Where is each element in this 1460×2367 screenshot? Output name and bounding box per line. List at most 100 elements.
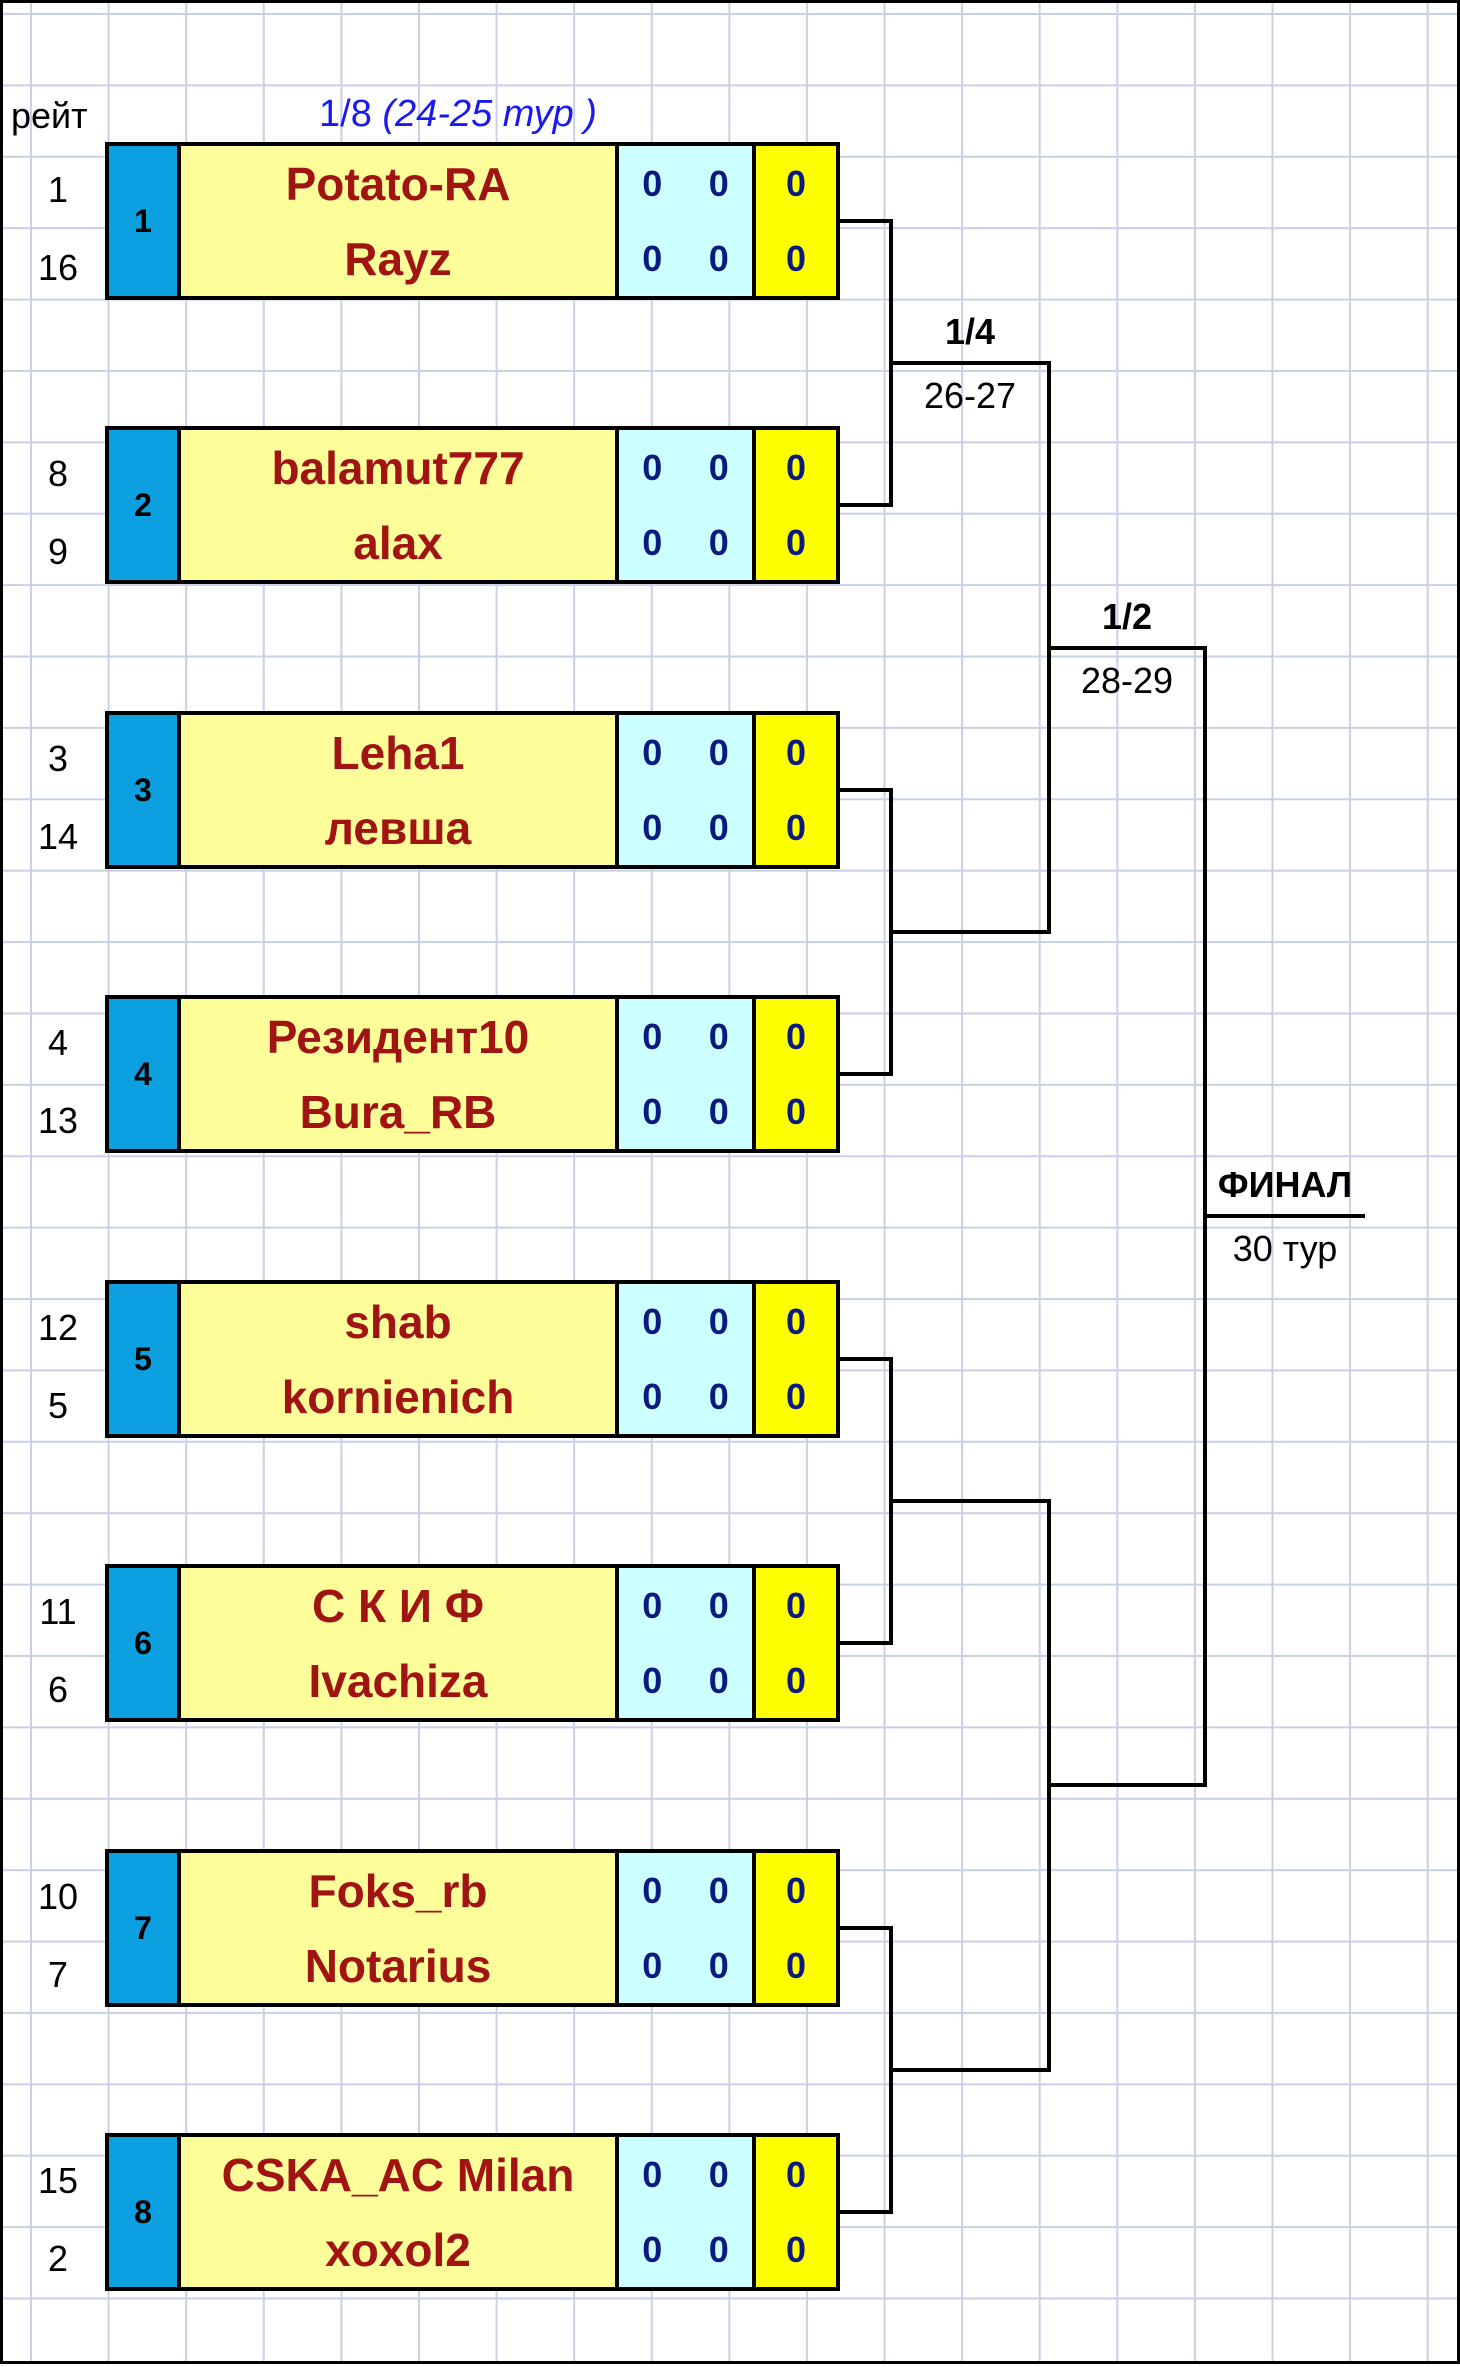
seed-rating: 15 — [37, 2160, 79, 2201]
leg-score: 0 — [642, 731, 663, 773]
player-name[interactable]: Bura_RB — [299, 1085, 497, 1138]
leg-score: 0 — [642, 1944, 663, 1986]
seed-rating: 2 — [47, 2238, 69, 2279]
round-of-16-tours: (24-25 тур ) — [382, 93, 597, 135]
total-score: 0 — [785, 1015, 807, 1057]
match-number: 7 — [109, 1853, 181, 2003]
leg-score: 0 — [708, 1015, 729, 1057]
match-number: 1 — [109, 146, 181, 296]
player-name[interactable]: С К И Ф — [312, 1579, 484, 1632]
player-names: shab kornienich — [181, 1284, 619, 1434]
player-name[interactable]: Rayz — [344, 232, 452, 285]
match-card[interactable]: 2 balamut777 alax 0 0 0 0 0 0 — [105, 426, 840, 584]
leg-scores: 0 0 0 0 — [619, 430, 756, 580]
player-names: Potato-RA Rayz — [181, 146, 619, 296]
leg-score: 0 — [708, 446, 729, 488]
player-names: CSKA_AC Milan xoxol2 — [181, 2137, 619, 2287]
final-label: ФИНАЛ — [1217, 1164, 1353, 1205]
total-score: 0 — [785, 162, 807, 204]
leg-score: 0 — [708, 1944, 729, 1986]
total-scores: 0 0 — [756, 1853, 836, 2003]
total-score: 0 — [785, 1300, 807, 1342]
rating-header: рейт — [11, 95, 88, 136]
player-name[interactable]: Potato-RA — [285, 157, 511, 210]
leg-score: 0 — [642, 1300, 663, 1342]
player-name[interactable]: kornienich — [281, 1370, 515, 1423]
player-names: balamut777 alax — [181, 430, 619, 580]
player-names: Foks_rb Notarius — [181, 1853, 619, 2003]
total-score: 0 — [785, 521, 807, 563]
player-names: С К И Ф Ivachiza — [181, 1568, 619, 1718]
total-score: 0 — [785, 1090, 807, 1132]
total-scores: 0 0 — [756, 146, 836, 296]
match-number: 8 — [109, 2137, 181, 2287]
total-score: 0 — [785, 731, 807, 773]
semifinal-dates: 28-29 — [1080, 660, 1174, 701]
player-name[interactable]: левша — [324, 801, 472, 854]
player-name[interactable]: alax — [353, 516, 443, 569]
total-scores: 0 0 — [756, 999, 836, 1149]
seed-rating: 12 — [37, 1307, 79, 1348]
leg-score: 0 — [708, 2228, 729, 2270]
match-number: 6 — [109, 1568, 181, 1718]
total-score: 0 — [785, 1944, 807, 1986]
leg-score: 0 — [708, 1375, 729, 1417]
player-name[interactable]: Резидент10 — [266, 1010, 530, 1063]
seed-rating: 13 — [37, 1100, 79, 1141]
leg-score: 0 — [642, 2153, 663, 2195]
player-names: Leha1 левша — [181, 715, 619, 865]
leg-score: 0 — [642, 521, 663, 563]
player-name[interactable]: xoxol2 — [325, 2223, 471, 2276]
seed-rating: 11 — [39, 1591, 77, 1632]
bracket-lines — [840, 219, 1365, 2214]
round-of-16-label: 1/8 (24-25 тур ) — [319, 93, 597, 136]
player-name[interactable]: Notarius — [304, 1939, 492, 1992]
seed-rating: 4 — [47, 1022, 69, 1063]
player-name[interactable]: Ivachiza — [308, 1654, 488, 1707]
leg-score: 0 — [708, 1659, 729, 1701]
total-score: 0 — [785, 1375, 807, 1417]
leg-score: 0 — [642, 446, 663, 488]
leg-score: 0 — [708, 237, 729, 279]
match-number: 3 — [109, 715, 181, 865]
leg-score: 0 — [642, 1090, 663, 1132]
total-score: 0 — [785, 1584, 807, 1626]
seed-rating: 16 — [37, 247, 79, 288]
quarterfinal-label: 1/4 — [944, 311, 996, 352]
leg-score: 0 — [642, 1015, 663, 1057]
seed-rating: 7 — [47, 1954, 69, 1995]
leg-score: 0 — [708, 1869, 729, 1911]
total-score: 0 — [785, 806, 807, 848]
player-name[interactable]: Leha1 — [331, 726, 465, 779]
leg-score: 0 — [642, 2228, 663, 2270]
player-name[interactable]: CSKA_AC Milan — [221, 2148, 575, 2201]
leg-score: 0 — [708, 1584, 729, 1626]
leg-score: 0 — [642, 1869, 663, 1911]
total-score: 0 — [785, 2228, 807, 2270]
quarterfinal-dates: 26-27 — [923, 375, 1017, 416]
player-name[interactable]: shab — [344, 1295, 452, 1348]
match-number: 2 — [109, 430, 181, 580]
player-name[interactable]: Foks_rb — [308, 1864, 488, 1917]
seed-rating: 14 — [37, 816, 79, 857]
seed-rating: 6 — [47, 1669, 69, 1710]
leg-score: 0 — [708, 521, 729, 563]
total-scores: 0 0 — [756, 1284, 836, 1434]
semifinal-label: 1/2 — [1101, 596, 1153, 637]
player-name[interactable]: balamut777 — [271, 441, 525, 494]
leg-score: 0 — [642, 1375, 663, 1417]
seed-rating: 8 — [47, 453, 69, 494]
